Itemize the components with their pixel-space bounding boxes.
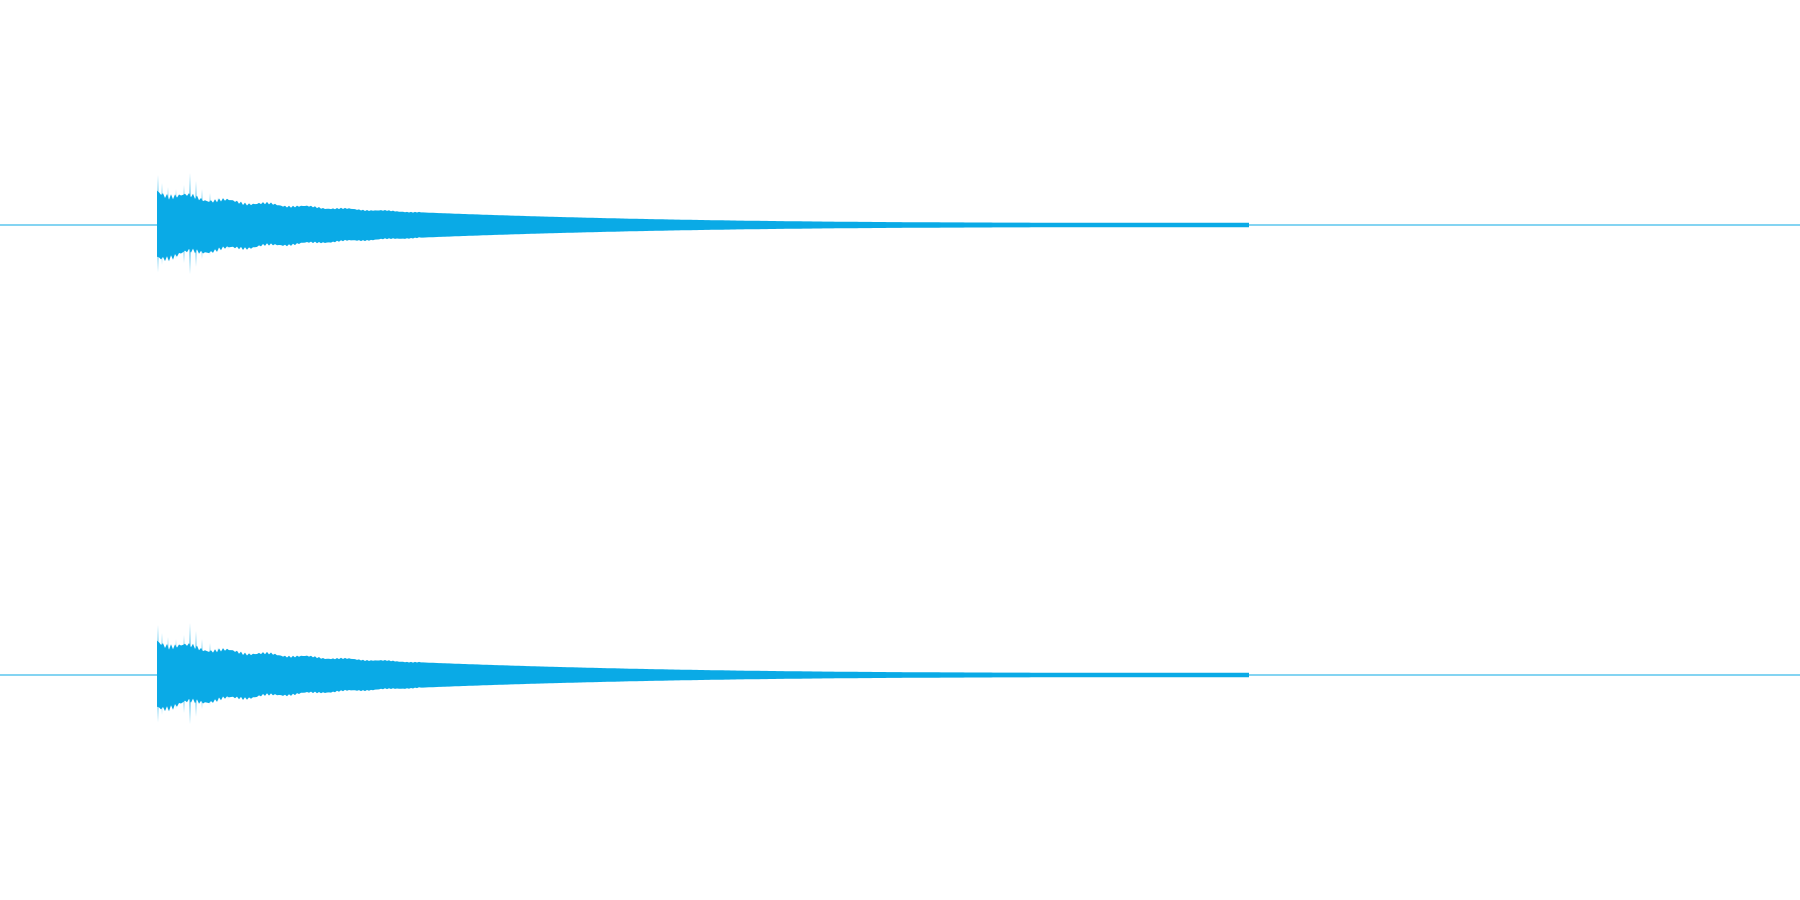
channel-2-spikes [157,623,263,725]
channel-2-envelope [157,640,1249,712]
channel-2-waveform [0,623,1800,725]
channel-1-envelope [157,190,1249,262]
channel-1-waveform [0,173,1800,275]
channel-1-spikes [157,173,263,275]
